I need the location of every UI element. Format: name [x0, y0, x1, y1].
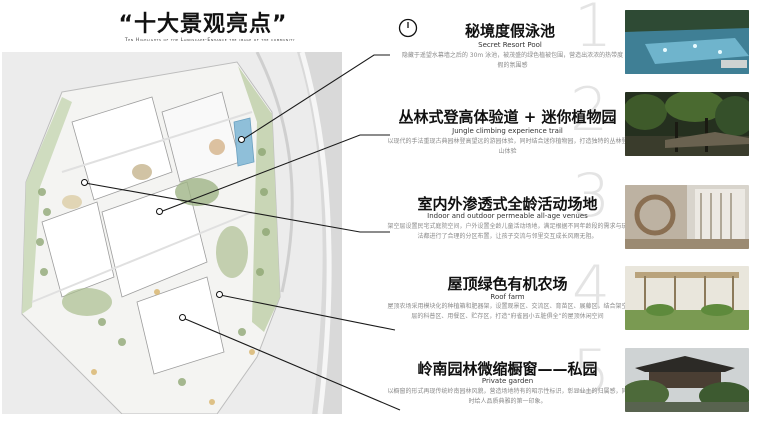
item-number-5: 5	[572, 337, 611, 407]
item-description-5: 以橱窗的形式再现传统岭南园林风貌，营造场地特有的昭示性标识，彰显业主的归属感，同…	[387, 388, 628, 405]
item-description-2: 以现代的手法重现古典园林登高望远的游园体验，同时结合迷你植物园，打造独特的丛林登…	[387, 138, 628, 155]
page-subtitle: Ten Highlights of the Landscape-Enhance …	[124, 38, 296, 43]
item-subtitle-4: Roof farm	[490, 293, 525, 301]
item-subtitle-3: Indoor and outdoor permeable all-age ven…	[427, 212, 588, 220]
item-number-4: 4	[572, 253, 611, 323]
plan-marker-2	[156, 208, 163, 215]
item-description-1: 隐藏于遥望水幕墙之后的 30m 泳池，被茂盛的绿色植被包围，营造出浓浓的热带度假…	[401, 52, 624, 69]
item-subtitle-2: Jungle climbing experience trail	[452, 127, 563, 135]
item-number-2: 2	[570, 75, 609, 145]
leader-line-4	[219, 294, 396, 331]
leader-line-3	[84, 182, 390, 233]
plan-marker-4	[216, 291, 223, 298]
photo-activity-venue	[625, 185, 749, 249]
photo-jungle-trail	[625, 92, 749, 156]
leader-line-5	[182, 317, 401, 411]
item-description-3: 架空层设置民宅式庭院空间，户外设置全龄儿童活动场地，满足根据不同年龄段的需求与玩…	[387, 223, 628, 240]
plan-marker-3	[81, 179, 88, 186]
item-title-1: 秘境度假泳池	[464, 22, 555, 40]
item-subtitle-5: Private garden	[481, 377, 534, 385]
item-title-5: 岭南园林微缩橱窗——私园	[417, 360, 598, 378]
item-title-3: 室内外渗透式全龄活动场地	[417, 195, 598, 213]
page-title: “十大景观亮点”	[118, 12, 288, 37]
photo-pool	[625, 10, 749, 74]
plan-marker-1	[238, 136, 245, 143]
plan-marker-5	[179, 314, 186, 321]
clock-icon	[398, 18, 418, 38]
item-title-4: 屋顶绿色有机农场	[447, 275, 568, 293]
item-number-3: 3	[572, 161, 611, 231]
item-title-2: 丛林式登高体验道 + 迷你植物园	[398, 108, 617, 126]
photo-private-garden	[625, 348, 749, 412]
photo-roof-farm	[625, 266, 749, 330]
item-number-1: 1	[574, 0, 613, 61]
leader-line-1	[241, 54, 390, 141]
item-description-4: 屋顶农场采用模块化的种植箱和肥器架，设置观景区、交流区、育苗区、展藤区，结合架空…	[387, 303, 628, 320]
item-subtitle-1: Secret Resort Pool	[478, 41, 542, 49]
leader-line-2	[159, 134, 390, 213]
